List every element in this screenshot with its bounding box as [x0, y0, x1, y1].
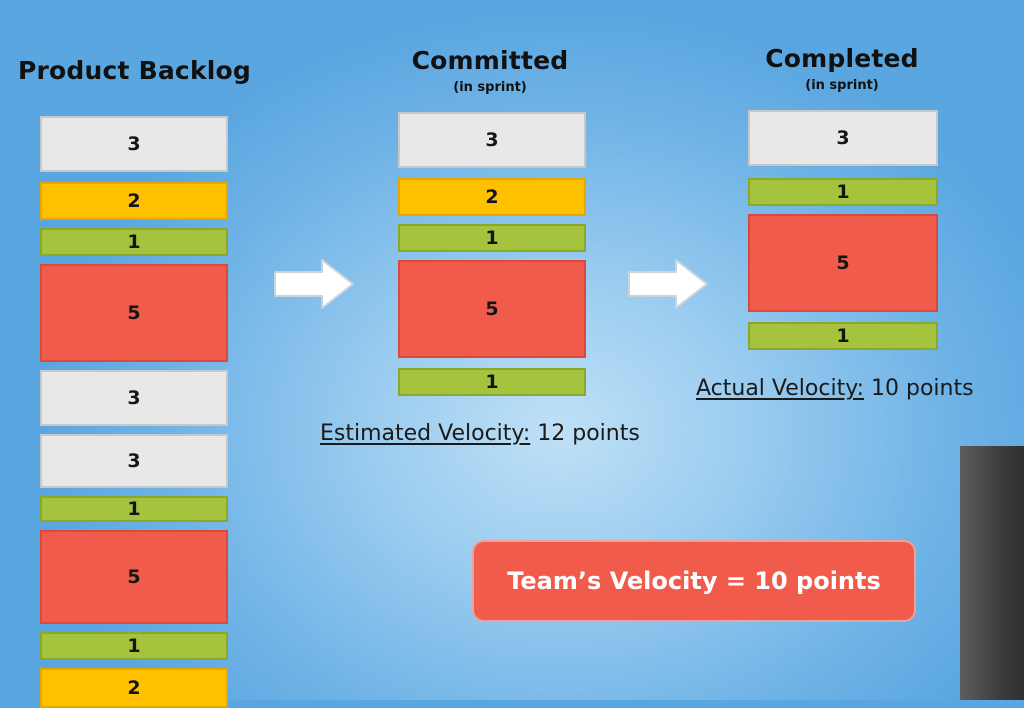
completed-item: 3: [748, 110, 938, 166]
story-points: 3: [485, 129, 499, 151]
actual-velocity: Actual Velocity: 10 points: [696, 376, 974, 401]
right-arrow-icon: [628, 259, 708, 309]
completed-subtitle: (in sprint): [805, 78, 879, 93]
story-points: 1: [127, 231, 141, 253]
story-points: 1: [836, 181, 850, 203]
backlog-item: 1: [40, 632, 228, 660]
estimated-velocity-value: 12 points: [530, 421, 640, 446]
team-velocity-callout: Team’s Velocity = 10 points: [472, 540, 916, 622]
story-points: 1: [836, 325, 850, 347]
committed-subtitle: (in sprint): [453, 80, 527, 95]
backlog-item: 5: [40, 530, 228, 624]
actual-velocity-label: Actual Velocity:: [696, 376, 865, 401]
backlog-item: 5: [40, 264, 228, 362]
backlog-title: Product Backlog: [18, 56, 252, 85]
story-points: 1: [485, 371, 499, 393]
story-points: 1: [485, 227, 499, 249]
backlog-item: 3: [40, 370, 228, 426]
story-points: 2: [127, 677, 141, 699]
actual-velocity-value: 10 points: [864, 376, 974, 401]
story-points: 1: [127, 498, 141, 520]
committed-item: 5: [398, 260, 586, 358]
team-velocity-text: Team’s Velocity = 10 points: [507, 567, 881, 595]
estimated-velocity: Estimated Velocity: 12 points: [320, 421, 640, 446]
committed-item: 1: [398, 224, 586, 252]
backlog-item: 2: [40, 182, 228, 220]
story-points: 5: [836, 252, 850, 274]
backlog-item: 3: [40, 434, 228, 488]
committed-item: 3: [398, 112, 586, 168]
completed-item: 5: [748, 214, 938, 312]
backlog-item: 1: [40, 496, 228, 522]
completed-title: Completed: [765, 44, 919, 73]
completed-item: 1: [748, 322, 938, 350]
side-panel: [960, 446, 1024, 700]
story-points: 3: [836, 127, 850, 149]
backlog-item: 1: [40, 228, 228, 256]
estimated-velocity-label: Estimated Velocity:: [320, 421, 531, 446]
backlog-item: 2: [40, 668, 228, 708]
completed-item: 1: [748, 178, 938, 206]
story-points: 5: [127, 566, 141, 588]
story-points: 3: [127, 387, 141, 409]
story-points: 1: [127, 635, 141, 657]
story-points: 3: [127, 133, 141, 155]
backlog-item: 3: [40, 116, 228, 172]
committed-item: 2: [398, 178, 586, 216]
story-points: 5: [127, 302, 141, 324]
right-arrow-icon: [274, 259, 354, 309]
story-points: 2: [127, 190, 141, 212]
committed-item: 1: [398, 368, 586, 396]
story-points: 3: [127, 450, 141, 472]
committed-title: Committed: [411, 46, 569, 75]
story-points: 2: [485, 186, 499, 208]
story-points: 5: [485, 298, 499, 320]
